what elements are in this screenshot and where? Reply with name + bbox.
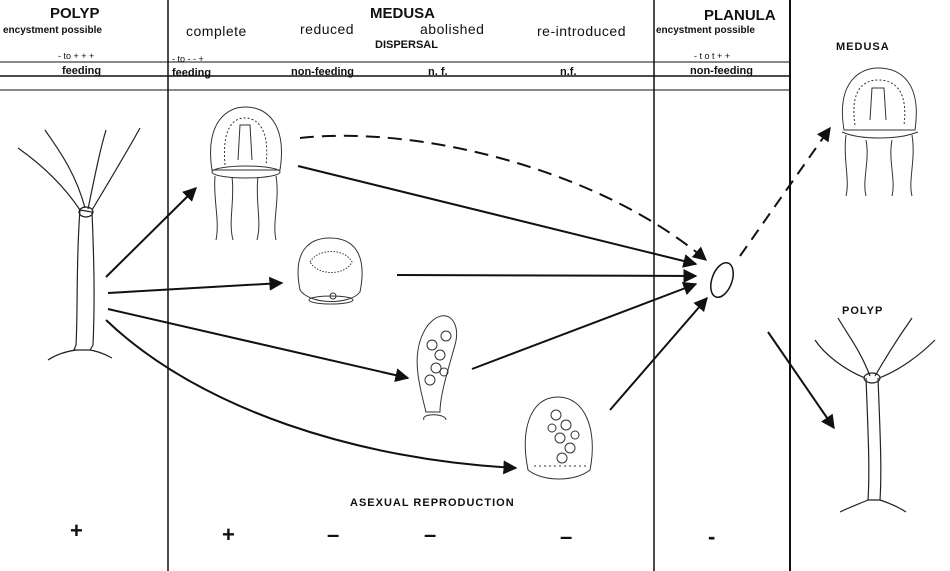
polyp-drawing-left [18, 128, 140, 360]
gonophore-abolished [417, 316, 456, 420]
col-reintroduced: re-introduced [537, 24, 626, 38]
col-complete: complete [186, 24, 247, 38]
feed-complete: feeding [172, 68, 211, 79]
sign-reduced: – [327, 524, 339, 546]
col-abolished: abolished [420, 22, 484, 36]
medusa-drawing-right [842, 68, 918, 196]
header-planula-range: - t o t + + [694, 52, 730, 61]
header-planula-sub: encystment possible [656, 26, 755, 36]
planula-shape [706, 260, 737, 301]
header-polyp-sub: encystment possible [3, 26, 102, 36]
header-planula-feed: non-feeding [690, 66, 753, 77]
sign-polyp: + [70, 520, 83, 542]
header-medusa-range: - to - - + [172, 55, 204, 64]
label-right-medusa: MEDUSA [836, 42, 890, 53]
sign-planula: - [708, 526, 715, 548]
header-planula: PLANULA [704, 8, 776, 23]
medusa-complete [211, 107, 282, 240]
sign-abolished: – [424, 524, 436, 546]
label-right-polyp: POLYP [842, 306, 883, 317]
header-medusa: MEDUSA [370, 6, 435, 21]
medusa-reduced [298, 238, 362, 304]
sign-reintroduced: – [560, 526, 572, 548]
grid-lines [0, 0, 790, 571]
header-dispersal: DISPERSAL [375, 40, 438, 51]
feed-abolished: n. f. [428, 67, 448, 78]
sign-complete: + [222, 524, 235, 546]
feed-reintroduced: n.f. [560, 67, 577, 78]
col-reduced: reduced [300, 22, 354, 36]
medusa-reintroduced [525, 397, 592, 479]
polyp-drawing-right [815, 318, 935, 512]
header-polyp-range: - to + + + [58, 52, 94, 61]
label-asexual-reproduction: ASEXUAL REPRODUCTION [350, 498, 515, 509]
feed-reduced: non-feeding [291, 67, 354, 78]
header-polyp-feed: feeding [62, 66, 101, 77]
header-polyp: POLYP [50, 6, 99, 21]
